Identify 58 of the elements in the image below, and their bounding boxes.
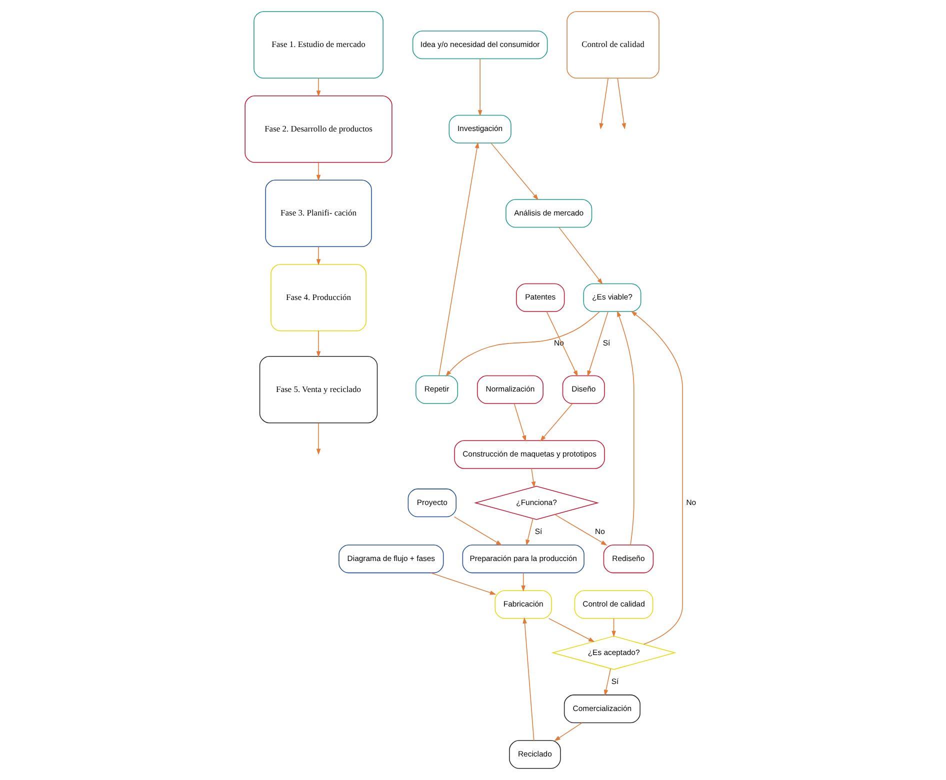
arrow xyxy=(548,618,594,642)
edge-label: No xyxy=(686,498,696,507)
node-box: Comercialización xyxy=(563,694,640,724)
node-box: Construcción de maquetas y prototipos xyxy=(454,440,604,469)
arrow xyxy=(603,668,610,696)
node-box: Proyecto xyxy=(407,488,456,518)
arrow xyxy=(546,311,578,377)
arrow xyxy=(558,227,602,285)
node-box: Fase 5. Venta y reciclado xyxy=(258,356,378,424)
node-box: Idea y/o necesidad del consumidor xyxy=(412,30,548,60)
node-box: Rediseño xyxy=(602,544,654,574)
node-box: Diseño xyxy=(562,375,604,404)
edge-label: No xyxy=(594,527,604,536)
node-box: Repetir xyxy=(415,375,458,404)
arrow xyxy=(445,311,600,377)
node-box: Reciclado xyxy=(508,740,560,769)
arrow xyxy=(530,468,536,488)
arrow xyxy=(513,403,526,442)
arrow xyxy=(477,58,482,116)
node-box: Control de calidad xyxy=(566,11,659,78)
node-box: Fase 1. Estudio de mercado xyxy=(253,11,383,78)
arrow xyxy=(598,78,608,130)
arrow xyxy=(316,246,320,266)
arrow xyxy=(630,310,682,645)
arrow xyxy=(554,514,607,546)
node-box: Preparación para la producción xyxy=(462,544,584,574)
arrow xyxy=(430,572,496,595)
node-box: Fase 2. Desarrollo de productos xyxy=(244,96,392,163)
node-box: Diagrama de flujo + fases xyxy=(338,544,444,574)
arrow xyxy=(525,518,533,546)
arrow xyxy=(554,722,582,742)
arrow xyxy=(586,311,608,377)
node-box: Control de calidad xyxy=(574,590,653,619)
arrow xyxy=(611,618,616,638)
node-box: Investigación xyxy=(448,114,511,144)
node-box: Análisis de mercado xyxy=(505,199,592,228)
arrow xyxy=(520,572,526,592)
node-box: Fase 4. Producción xyxy=(270,264,366,332)
arrow xyxy=(616,310,634,546)
edge-label: Sí xyxy=(610,677,618,686)
arrow xyxy=(490,142,538,200)
arrow xyxy=(316,162,320,182)
arrow xyxy=(522,617,534,741)
node-box: Normalización xyxy=(476,375,543,404)
node-box: ¿Es viable? xyxy=(582,283,641,312)
arrow xyxy=(438,142,479,376)
node-box: Fase 3. Planifi- cación xyxy=(264,180,372,247)
arrow xyxy=(616,78,626,130)
node-diamond: ¿Funciona? xyxy=(473,486,599,520)
arrow xyxy=(316,422,320,455)
edge-label: Sí xyxy=(602,338,610,348)
arrow xyxy=(540,403,572,442)
node-box: Patentes xyxy=(516,283,564,312)
node-box: Fabricación xyxy=(494,590,552,619)
arrow xyxy=(316,330,320,358)
arrow xyxy=(453,516,502,546)
arrow xyxy=(316,78,320,97)
edge-label: Sí xyxy=(534,527,542,536)
